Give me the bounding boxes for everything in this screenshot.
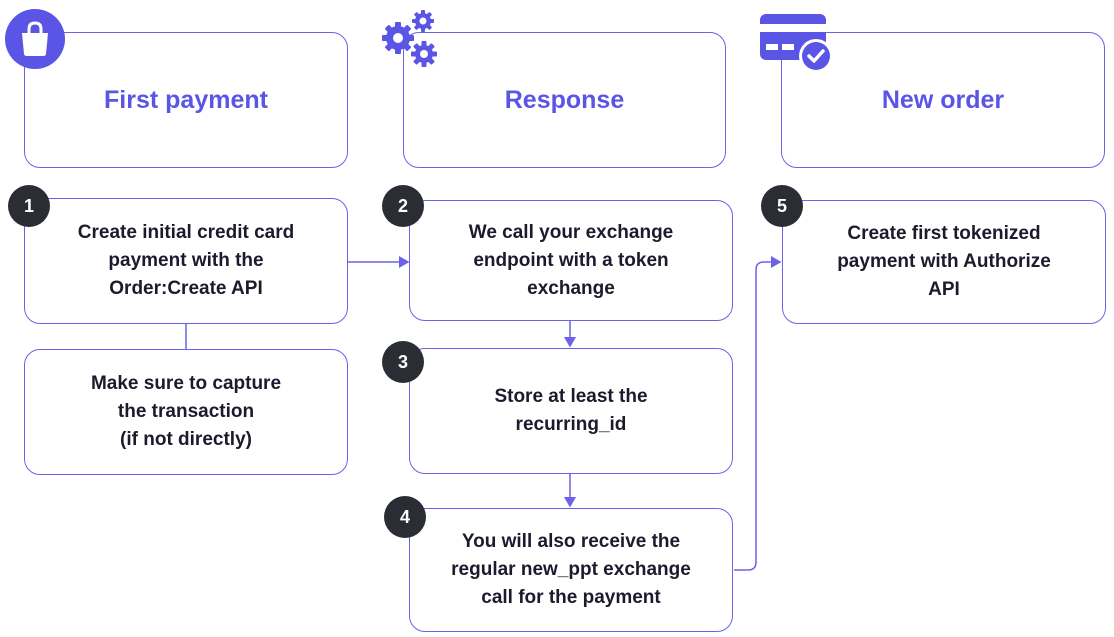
step-3-badge: 3 — [382, 341, 424, 383]
connector-step4-to-step5 — [734, 256, 782, 571]
header-first-payment: First payment — [24, 32, 348, 168]
step-3-box: Store at least the recurring_id — [409, 348, 733, 474]
step-2-badge: 2 — [382, 185, 424, 227]
credit-card-check-icon — [760, 14, 833, 73]
header-first-payment-label: First payment — [104, 86, 268, 114]
step-2-box: We call your exchange endpoint with a to… — [409, 200, 733, 321]
gears-icon — [382, 10, 437, 67]
step-2-text: We call your exchange endpoint with a to… — [468, 221, 674, 299]
header-response-label: Response — [504, 86, 625, 114]
step-1-box: Create initial credit card payment with … — [24, 198, 348, 324]
step-1-text: Create initial credit card payment with … — [77, 222, 295, 299]
step-5-text: Create first tokenized payment with Auth… — [837, 223, 1051, 300]
header-new-order-label: New order — [881, 86, 1005, 114]
step-3-text: Store at least the recurring_id — [494, 386, 648, 435]
capture-note-box: Make sure to capture the transaction (if… — [24, 349, 348, 475]
step-4-box: You will also receive the regular new_pp… — [409, 508, 733, 632]
step-5-badge: 5 — [761, 185, 803, 227]
header-new-order: New order — [781, 32, 1105, 168]
capture-note-text: Make sure to capture the transaction (if… — [90, 373, 282, 450]
step-5-box: Create first tokenized payment with Auth… — [782, 200, 1106, 324]
shopping-bag-icon — [5, 9, 65, 69]
step-1-badge: 1 — [8, 185, 50, 227]
step-4-text: You will also receive the regular new_pp… — [451, 531, 691, 608]
step-4-badge: 4 — [384, 496, 426, 538]
header-response: Response — [403, 32, 726, 168]
